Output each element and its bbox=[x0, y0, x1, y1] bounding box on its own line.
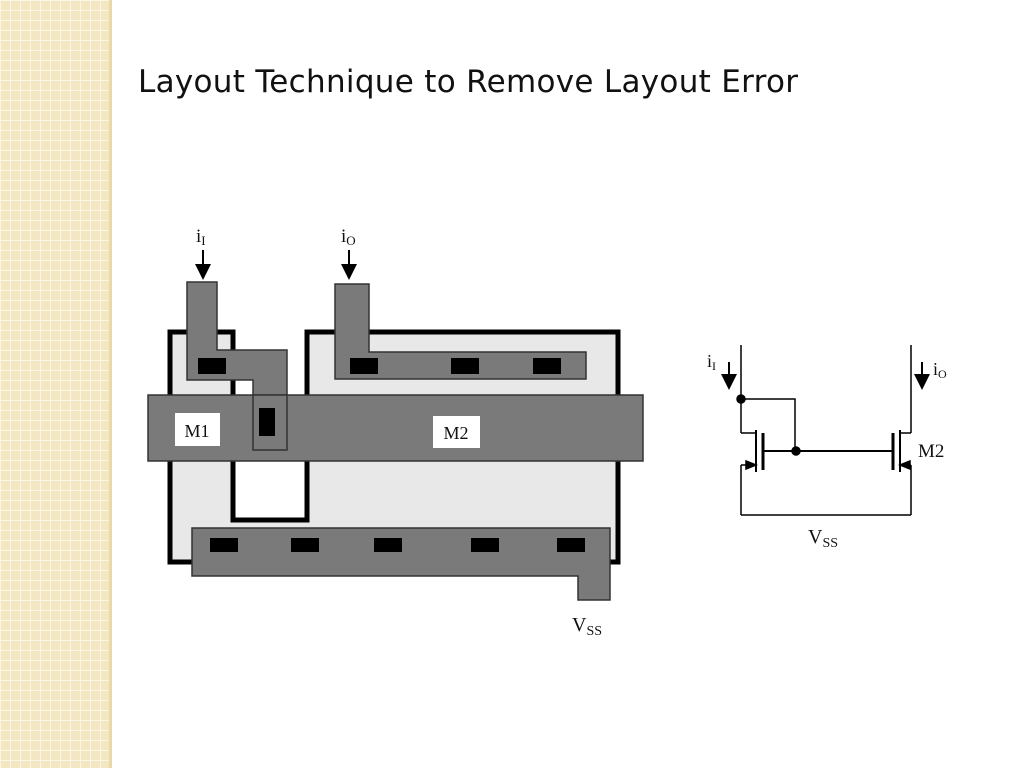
output-metal-trace bbox=[334, 283, 587, 380]
m1-label-box bbox=[175, 413, 220, 446]
output-current-label: iO bbox=[341, 226, 356, 248]
m1-label: M1 bbox=[184, 421, 209, 441]
contact bbox=[350, 358, 378, 374]
decorative-side-strip bbox=[0, 0, 112, 768]
contact bbox=[291, 538, 319, 552]
input-current-label: iI bbox=[196, 226, 206, 248]
contact bbox=[259, 408, 275, 436]
slide-title: Layout Technique to Remove Layout Error bbox=[138, 64, 799, 100]
contact bbox=[471, 538, 499, 552]
contact bbox=[533, 358, 561, 374]
current-mirror-schematic bbox=[721, 345, 930, 516]
schematic-output-current-label: iO bbox=[933, 359, 947, 381]
contact bbox=[374, 538, 402, 552]
contact bbox=[557, 538, 585, 552]
gate-bar bbox=[147, 394, 644, 462]
schematic-input-current-label: iI bbox=[707, 351, 716, 373]
vss-label: VSS bbox=[572, 614, 602, 639]
contact bbox=[451, 358, 479, 374]
contact bbox=[210, 538, 238, 552]
m2-label-box bbox=[433, 416, 480, 448]
m2-label: M2 bbox=[443, 423, 468, 443]
schematic-m2-label: M2 bbox=[918, 441, 944, 462]
schematic-vss-label: VSS bbox=[808, 526, 838, 551]
contact bbox=[198, 358, 226, 374]
layout-diagram: M1 M2 iI iO VSS bbox=[147, 226, 644, 639]
